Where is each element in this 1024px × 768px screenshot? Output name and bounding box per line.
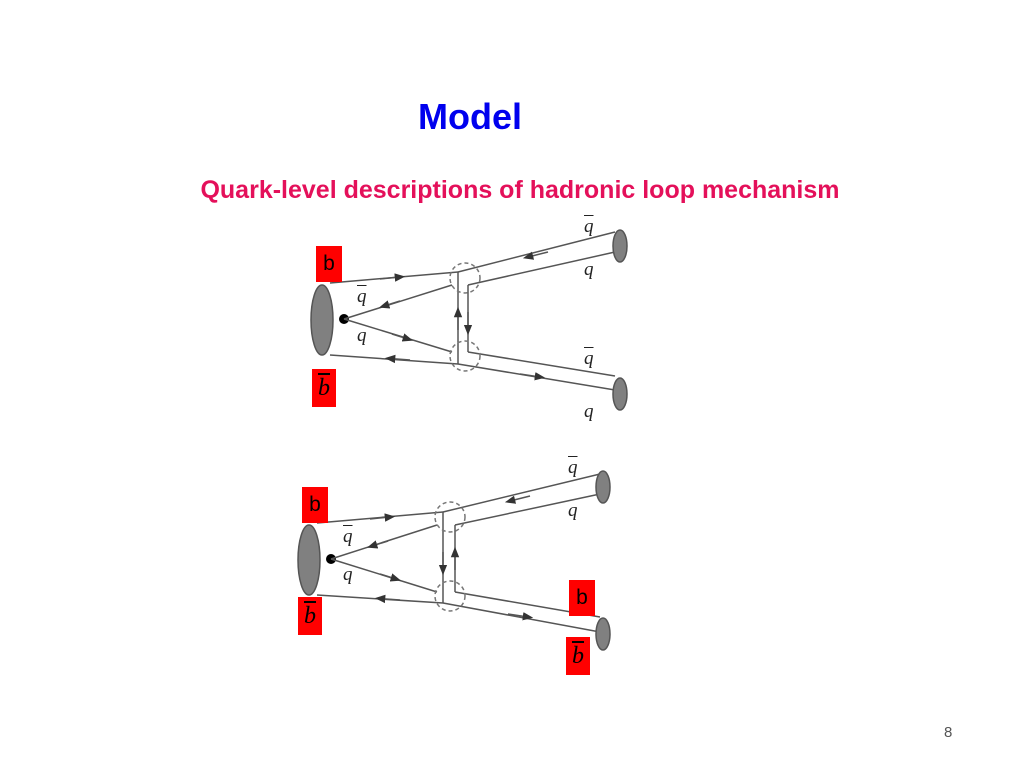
slide-subtitle: Quark-level descriptions of hadronic loo… [200,176,840,204]
label-qbar-inner-2: q [343,526,353,547]
label-qbar-top-2: q [568,457,578,478]
right-meson-bottom-2 [595,617,611,651]
label-q-top-1: q [584,259,594,280]
label-q-top-2: q [568,500,578,521]
label-qbar-inner-1: q [357,286,367,307]
tag-bbar-right-2: b [566,637,590,675]
label-q-inner-2: q [343,564,353,585]
right-meson-top-2 [595,470,611,504]
tag-b-2: b [302,487,328,523]
diagram-2 [297,470,611,651]
right-meson-top-1 [612,229,628,263]
tag-bbar-1: b [312,369,336,407]
left-meson-2 [297,524,321,596]
left-meson-1 [310,284,334,356]
tag-b-1: b [316,246,342,282]
tag-b-right-2: b [569,580,595,616]
right-meson-bottom-1 [612,377,628,411]
diagram-1 [310,229,628,411]
label-q-inner-1: q [357,325,367,346]
page-number: 8 [944,724,953,741]
tag-bbar-2: b [298,597,322,635]
label-qbar-top-1: q [584,216,594,237]
label-q-bottom-1: q [584,401,594,422]
label-qbar-bottom-1: q [584,348,594,369]
slide-title: Model [418,96,522,137]
